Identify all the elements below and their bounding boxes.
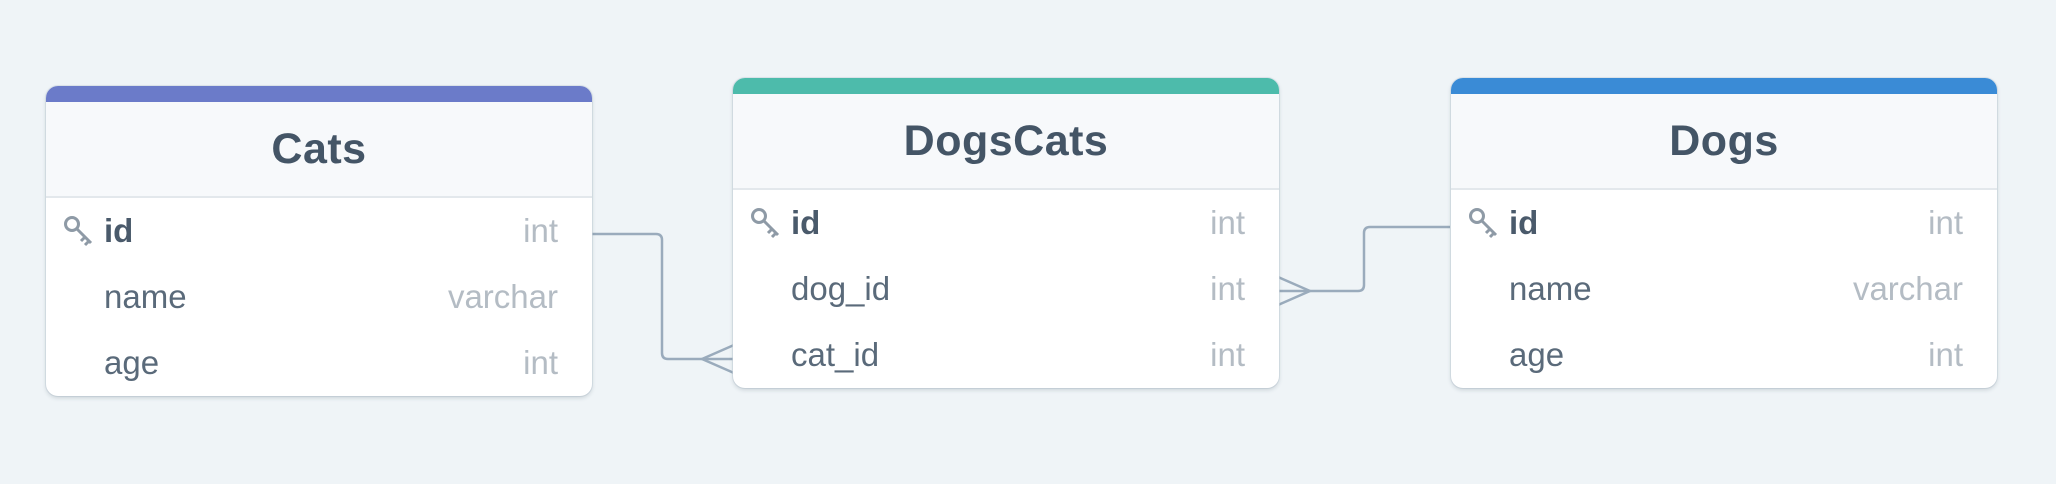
field-name: cat_id: [791, 336, 880, 373]
key-icon: [62, 211, 102, 251]
field-type: int: [1928, 204, 1963, 241]
connector-line: [1278, 225, 1450, 293]
field-row-name[interactable]: name varchar: [46, 264, 592, 330]
key-icon: [749, 203, 789, 243]
field-row-dog-id[interactable]: dog_id int: [733, 256, 1279, 322]
table-accent-bar: [1451, 78, 1997, 94]
field-row-age[interactable]: age int: [1451, 322, 1997, 388]
field-name: name: [104, 278, 187, 315]
table-cats[interactable]: Cats id int name varchar age int: [46, 86, 592, 396]
field-name: id: [1509, 204, 1539, 241]
table-dogs[interactable]: Dogs id int name varchar age int: [1451, 78, 1997, 388]
table-accent-bar: [733, 78, 1279, 94]
field-type: int: [523, 344, 558, 381]
field-row-name[interactable]: name varchar: [1451, 256, 1997, 322]
key-icon: [1467, 203, 1507, 243]
field-row-age[interactable]: age int: [46, 330, 592, 396]
field-row-cat-id[interactable]: cat_id int: [733, 322, 1279, 388]
field-name: id: [104, 212, 134, 249]
field-name: id: [791, 204, 821, 241]
field-type: int: [1210, 270, 1245, 307]
field-row-id[interactable]: id int: [1451, 190, 1997, 256]
connector-line: [592, 232, 734, 361]
crows-foot-icon: [1277, 275, 1311, 307]
table-title: Dogs: [1451, 94, 1997, 190]
field-name: age: [104, 344, 160, 381]
field-type: varchar: [1852, 270, 1963, 307]
field-type: int: [1928, 336, 1963, 373]
table-title: Cats: [46, 102, 592, 198]
table-dogscats[interactable]: DogsCats id int dog_id int cat_id int: [733, 78, 1279, 388]
field-type: int: [523, 212, 558, 249]
field-name: name: [1509, 270, 1592, 307]
field-type: int: [1210, 336, 1245, 373]
table-title: DogsCats: [733, 94, 1279, 190]
field-name: age: [1509, 336, 1565, 373]
table-accent-bar: [46, 86, 592, 102]
relationship-cats-dogscats[interactable]: [592, 232, 735, 375]
field-name: dog_id: [791, 270, 891, 307]
crows-foot-icon: [701, 343, 735, 375]
relationship-dogs-dogscats[interactable]: [1277, 225, 1450, 307]
field-row-id[interactable]: id int: [733, 190, 1279, 256]
field-type: int: [1210, 204, 1245, 241]
field-type: varchar: [447, 278, 558, 315]
field-row-id[interactable]: id int: [46, 198, 592, 264]
